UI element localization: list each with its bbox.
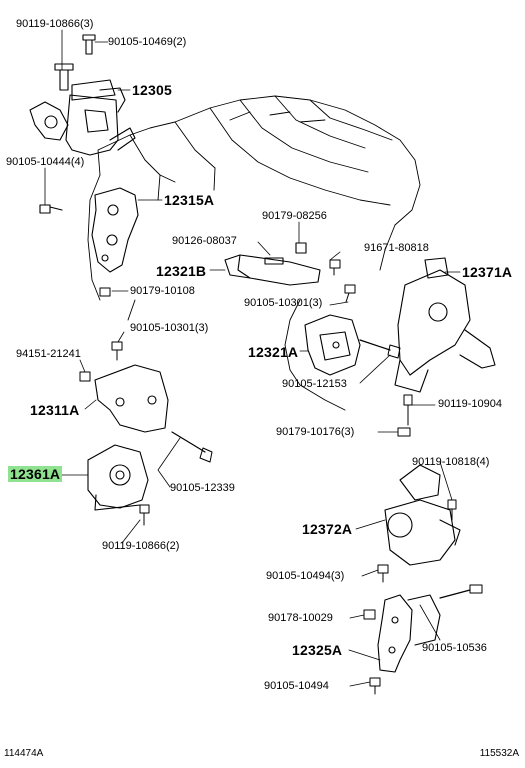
label-90179-10176[interactable]: 90179-10176(3): [276, 426, 355, 438]
label-12372A[interactable]: 12372A: [302, 521, 353, 537]
label-91671-80818[interactable]: 91671-80818: [364, 242, 429, 254]
label-90119-10866-top[interactable]: 90119-10866(3): [16, 18, 94, 30]
bolt-90119-10904: [403, 394, 413, 426]
nut-90178-10029: [363, 609, 376, 620]
label-90105-10301-left[interactable]: 90105-10301(3): [130, 322, 209, 334]
label-12305[interactable]: 12305: [132, 82, 172, 98]
bolt-90105-10494-bottom: [369, 677, 381, 695]
label-90105-12153[interactable]: 90105-12153: [282, 378, 347, 390]
bolt-90105-12153: [359, 339, 401, 359]
bolt-90105-10301-mid: [344, 284, 356, 303]
label-90179-08256[interactable]: 90179-08256: [262, 210, 327, 222]
engine-outline: [87, 95, 421, 411]
bracket-12325A: [377, 594, 441, 673]
leader-lines: [44, 29, 461, 687]
label-94151-21241[interactable]: 94151-21241: [16, 348, 81, 360]
label-12321A[interactable]: 12321A: [248, 344, 299, 360]
mount-12372A: [384, 464, 461, 566]
bracket-12321A: [304, 314, 361, 376]
label-90105-12339[interactable]: 90105-12339: [170, 482, 235, 494]
mount-12305: [29, 34, 136, 156]
footer-right-code: 115532A: [479, 748, 519, 759]
label-90126-08037[interactable]: 90126-08037: [172, 235, 237, 247]
bolt-90105-10536: [439, 584, 483, 599]
label-90105-10536[interactable]: 90105-10536: [422, 642, 487, 654]
label-90179-10108[interactable]: 90179-10108: [130, 285, 195, 297]
bolt-90105-12339: [171, 431, 213, 463]
label-12311A[interactable]: 12311A: [30, 402, 80, 418]
mount-12371A: [394, 257, 496, 393]
label-12361A[interactable]: 12361A: [8, 466, 63, 482]
label-90105-10494-mid[interactable]: 90105-10494(3): [266, 570, 345, 582]
label-12321B[interactable]: 12321B: [156, 263, 207, 279]
nut-90179-10176: [397, 427, 411, 437]
bolt-90105-10301-left: [111, 341, 123, 361]
bolt-91671-80818: [329, 259, 341, 276]
label-90105-10469[interactable]: 90105-10469(2): [108, 36, 187, 48]
label-90119-10818[interactable]: 90119-10818(4): [412, 456, 490, 468]
bracket-12321B: [224, 242, 321, 286]
label-90178-10029[interactable]: 90178-10029: [268, 612, 333, 624]
footer-left-code: 114474A: [4, 748, 44, 759]
label-90105-10494-bottom[interactable]: 90105-10494: [264, 680, 329, 692]
bracket-12315A: [39, 187, 139, 273]
bracket-12311A: [94, 364, 169, 433]
nut-90179-10108: [99, 287, 111, 297]
label-90119-10866-bottom[interactable]: 90119-10866(2): [102, 540, 180, 552]
label-12315A[interactable]: 12315A: [164, 192, 215, 208]
bolt-90105-10494-mid: [377, 564, 389, 583]
nut-94151-21241: [79, 371, 91, 382]
label-12325A[interactable]: 12325A: [292, 642, 343, 658]
bolt-90119-10866-bottom: [139, 504, 150, 526]
label-12371A[interactable]: 12371A: [462, 264, 513, 280]
label-90105-10301-mid[interactable]: 90105-10301(3): [244, 297, 323, 309]
label-90105-10444[interactable]: 90105-10444(4): [6, 156, 85, 168]
label-90119-10904[interactable]: 90119-10904: [438, 398, 503, 410]
mount-12361A: [87, 444, 149, 511]
